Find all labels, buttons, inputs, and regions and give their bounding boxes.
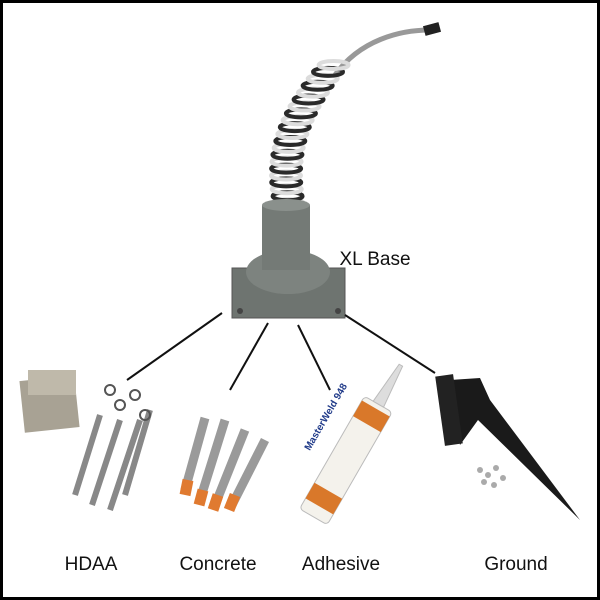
- spring-coil: [316, 59, 351, 71]
- cable-connector: [422, 22, 442, 36]
- concrete-anchors: [179, 416, 270, 513]
- connector-lines: [126, 312, 436, 391]
- label-hdaa: HDAA: [64, 554, 118, 575]
- diagram-graphic: MasterWeld 948: [19, 22, 580, 524]
- label-ground: Ground: [484, 554, 548, 575]
- ground-spike: [435, 374, 580, 520]
- xl-base: [231, 199, 346, 319]
- adhesive-tube: MasterWeld 948: [300, 363, 404, 524]
- xl-base-label: XL Base: [339, 249, 411, 270]
- label-concrete: Concrete: [179, 554, 257, 575]
- label-adhesive: Adhesive: [301, 554, 381, 575]
- spring: [269, 59, 351, 216]
- hdaa-kit: [19, 370, 153, 511]
- cable: [332, 27, 431, 77]
